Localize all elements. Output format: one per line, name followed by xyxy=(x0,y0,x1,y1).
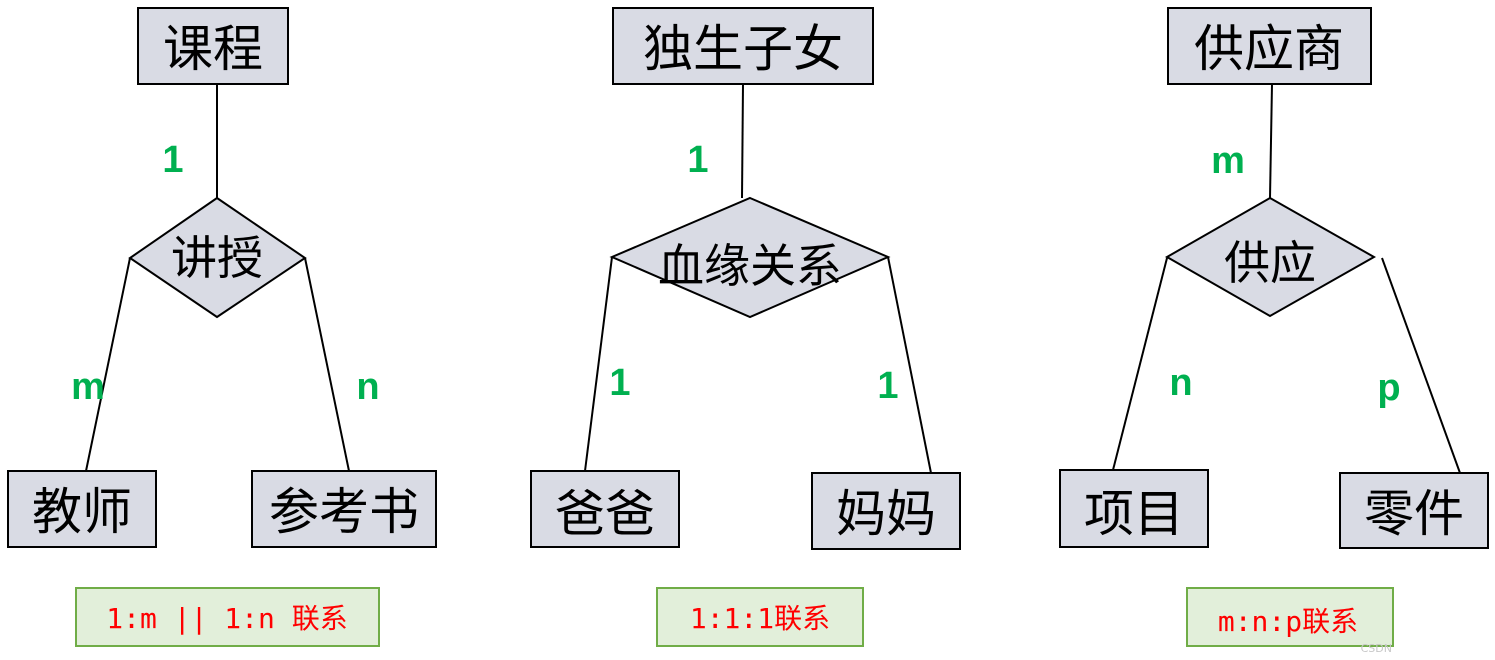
cardinality-supplier: m xyxy=(1211,140,1245,182)
entity-project[interactable]: 项目 xyxy=(1059,469,1209,548)
cardinality-part: p xyxy=(1377,367,1400,409)
caption-text-1: 1:m || 1:n 联系 xyxy=(106,602,347,635)
cardinality-only-child: 1 xyxy=(687,139,708,181)
relationship-teach-label: 讲授 xyxy=(171,231,263,285)
edge-supply-part xyxy=(1381,257,1461,474)
cardinality-dad: 1 xyxy=(609,362,630,404)
relationship-supply[interactable]: 供应 xyxy=(1164,196,1377,318)
caption-box-2: 1:1:1联系 xyxy=(656,587,864,647)
edge-blood-mom xyxy=(887,256,932,474)
cardinality-reference-book: n xyxy=(356,366,379,408)
edge-blood-dad xyxy=(584,256,613,472)
caption-box-1: 1:m || 1:n 联系 xyxy=(75,587,380,647)
entity-project-label: 项目 xyxy=(1084,485,1184,543)
entity-supplier[interactable]: 供应商 xyxy=(1167,7,1372,85)
caption-box-3: m:n:p联系 xyxy=(1186,587,1394,647)
entity-reference-book-label: 参考书 xyxy=(269,483,419,541)
entity-teacher-label: 教师 xyxy=(32,483,132,541)
cardinality-teacher: m xyxy=(71,366,105,408)
caption-text-3: m:n:p联系 xyxy=(1218,605,1358,638)
relationship-supply-label: 供应 xyxy=(1224,236,1316,290)
edge-supply-project xyxy=(1112,257,1168,471)
entity-mom-label: 妈妈 xyxy=(836,485,936,543)
relationship-teach[interactable]: 讲授 xyxy=(128,196,307,319)
relationship-blood-label: 血缘关系 xyxy=(658,239,842,293)
er-diagram-course: 课程 讲授 教师 参考书 1 m n 1:m || 1:n 联系 xyxy=(7,7,437,647)
entity-teacher[interactable]: 教师 xyxy=(7,470,157,548)
cardinality-mom: 1 xyxy=(877,365,898,407)
edge-teach-book xyxy=(304,257,350,472)
edge-teach-teacher xyxy=(85,257,131,472)
entity-part[interactable]: 零件 xyxy=(1339,472,1489,549)
watermark: CSDN xyxy=(1361,642,1392,655)
edge-supplier-supply xyxy=(1269,83,1273,199)
entity-course-label: 课程 xyxy=(163,20,263,78)
cardinality-project: n xyxy=(1169,362,1192,404)
caption-text-2: 1:1:1联系 xyxy=(690,602,830,635)
entity-part-label: 零件 xyxy=(1364,485,1464,543)
entity-only-child-label: 独生子女 xyxy=(643,20,843,78)
entity-mom[interactable]: 妈妈 xyxy=(811,472,961,550)
entity-dad[interactable]: 爸爸 xyxy=(530,470,680,548)
relationship-blood[interactable]: 血缘关系 xyxy=(609,196,891,319)
cardinality-course: 1 xyxy=(162,139,183,181)
er-diagram-only-child: 独生子女 血缘关系 爸爸 妈妈 1 1 1 1:1:1联系 xyxy=(530,7,961,647)
entity-supplier-label: 供应商 xyxy=(1194,20,1344,78)
entity-dad-label: 爸爸 xyxy=(555,485,655,543)
edge-child-blood xyxy=(741,83,744,199)
entity-reference-book[interactable]: 参考书 xyxy=(251,470,437,548)
er-diagram-supplier: 供应商 供应 项目 零件 m n p m:n:p联系 xyxy=(1059,7,1489,647)
entity-course[interactable]: 课程 xyxy=(137,7,289,85)
entity-only-child[interactable]: 独生子女 xyxy=(612,7,874,85)
